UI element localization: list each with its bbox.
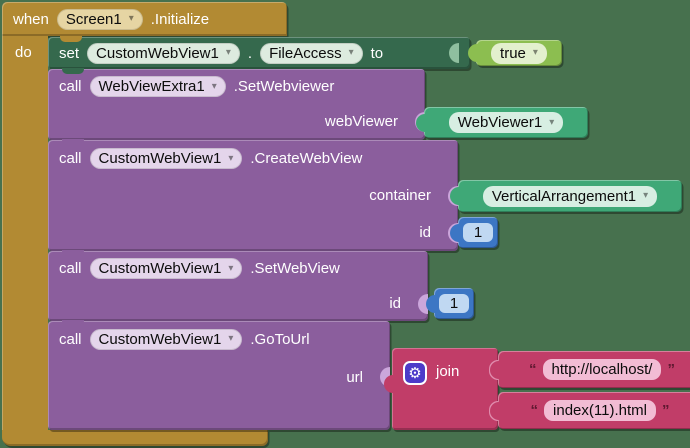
block-set-fileaccess[interactable]: set CustomWebView1 ▾ . FileAccess ▾ to [48, 37, 470, 69]
connector-tab [62, 68, 84, 74]
open-quote: “ [530, 402, 539, 419]
block-plug [450, 223, 460, 242]
chevron-down-icon: ▾ [549, 116, 555, 128]
component-dropdown[interactable]: CustomWebView1 ▾ [89, 258, 243, 279]
connector-tab [62, 250, 84, 256]
chevron-down-icon: ▾ [228, 152, 234, 164]
block-call-setwebviewer[interactable]: call WebViewExtra1 ▾ .SetWebviewer webVi… [48, 69, 425, 140]
block-number-1[interactable]: 1 [426, 288, 474, 319]
block-true-value[interactable]: true ▾ [468, 40, 562, 66]
open-quote: “ [529, 361, 537, 378]
webviewer-dropdown-value: WebViewer1 [457, 114, 543, 131]
call-keyword: call [59, 78, 82, 95]
component-dropdown-value: WebViewExtra1 [98, 78, 205, 95]
webviewer-dropdown[interactable]: WebViewer1 ▾ [448, 112, 564, 133]
value-socket [418, 293, 428, 314]
value-socket [380, 367, 390, 387]
close-quote: ” [661, 402, 670, 419]
text-input[interactable]: index(11).html [544, 400, 656, 421]
block-plug [450, 187, 460, 205]
do-label: do [15, 44, 32, 61]
true-dropdown-value: true [500, 44, 526, 62]
when-block-footer[interactable] [2, 430, 268, 446]
component-dropdown[interactable]: CustomWebView1 ▾ [89, 328, 243, 350]
method-name-label: .GoToUrl [250, 330, 310, 348]
block-call-gotourl[interactable]: call CustomWebView1 ▾ .GoToUrl url [48, 321, 390, 430]
chevron-down-icon: ▾ [643, 190, 649, 201]
event-name-label: .Initialize [150, 10, 210, 28]
block-plug [426, 294, 436, 313]
component-dropdown-value: CustomWebView1 [98, 150, 222, 167]
component-dropdown[interactable]: CustomWebView1 ▾ [87, 42, 240, 64]
component-dropdown-value: CustomWebView1 [98, 330, 222, 348]
screen-dropdown-value: Screen1 [65, 10, 122, 28]
param-id-label: id [389, 295, 401, 312]
screen-dropdown[interactable]: Screen1 ▾ [56, 8, 143, 30]
number-input[interactable]: 1 [438, 294, 470, 313]
property-dropdown[interactable]: FileAccess ▾ [260, 42, 363, 64]
component-dropdown[interactable]: WebViewExtra1 ▾ [89, 76, 226, 97]
chevron-down-icon: ▾ [128, 13, 134, 24]
true-dropdown[interactable]: true ▾ [491, 42, 547, 64]
value-socket [449, 43, 459, 63]
to-keyword: to [370, 44, 384, 62]
block-plug [468, 44, 478, 62]
block-webviewer1-getter[interactable]: WebViewer1 ▾ [416, 107, 588, 138]
component-dropdown-value: CustomWebView1 [96, 44, 219, 62]
block-when-screen-initialize[interactable]: when Screen1 ▾ .Initialize [2, 2, 287, 36]
param-webviewer-label: webViewer [324, 113, 398, 130]
method-name-label: .CreateWebView [250, 150, 363, 167]
text-input[interactable]: http://localhost/ [542, 359, 662, 380]
block-call-createwebview[interactable]: call CustomWebView1 ▾ .CreateWebView con… [48, 140, 458, 251]
container-dropdown[interactable]: VerticalArrangement1 ▾ [482, 185, 658, 207]
chevron-down-icon: ▾ [532, 47, 538, 58]
param-id-label: id [419, 224, 431, 241]
set-keyword: set [59, 44, 80, 62]
chevron-down-icon: ▾ [228, 333, 234, 344]
block-call-setwebview[interactable]: call CustomWebView1 ▾ .SetWebView id [48, 251, 428, 321]
when-keyword: when [13, 10, 49, 28]
method-name-label: .SetWebView [250, 260, 340, 277]
chevron-down-icon: ▾ [211, 80, 217, 92]
chevron-down-icon: ▾ [228, 262, 234, 274]
connector-tab [62, 320, 84, 326]
component-dropdown-value: CustomWebView1 [98, 260, 222, 277]
chevron-down-icon: ▾ [348, 47, 354, 58]
number-input[interactable]: 1 [462, 223, 494, 242]
call-keyword: call [59, 150, 82, 167]
connector-tab [60, 36, 82, 42]
chevron-down-icon: ▾ [225, 47, 231, 58]
param-url-label: url [346, 368, 363, 386]
block-verticalarrangement1-getter[interactable]: VerticalArrangement1 ▾ [450, 180, 682, 212]
block-text-string[interactable]: “ index(11).html ” [490, 392, 690, 429]
param-container-label: container [369, 187, 431, 204]
dot-separator: . [247, 44, 253, 62]
join-label: join [436, 363, 460, 380]
when-block-spine[interactable] [2, 36, 48, 431]
method-name-label: .SetWebviewer [233, 78, 335, 95]
container-dropdown-value: VerticalArrangement1 [491, 187, 637, 205]
property-dropdown-value: FileAccess [269, 44, 342, 62]
mutator-gear-icon[interactable]: ⚙ [403, 361, 427, 385]
block-join[interactable]: ⚙ join [384, 348, 498, 430]
call-keyword: call [59, 260, 82, 277]
block-plug [416, 113, 426, 132]
component-dropdown[interactable]: CustomWebView1 ▾ [89, 148, 243, 169]
block-plug [384, 375, 394, 393]
block-plug [490, 360, 500, 379]
connector-tab [62, 139, 84, 145]
call-keyword: call [59, 330, 82, 348]
block-plug [490, 401, 500, 420]
close-quote: ” [667, 361, 675, 378]
block-number-1[interactable]: 1 [450, 217, 498, 248]
block-text-string[interactable]: “ http://localhost/ ” [490, 351, 690, 388]
